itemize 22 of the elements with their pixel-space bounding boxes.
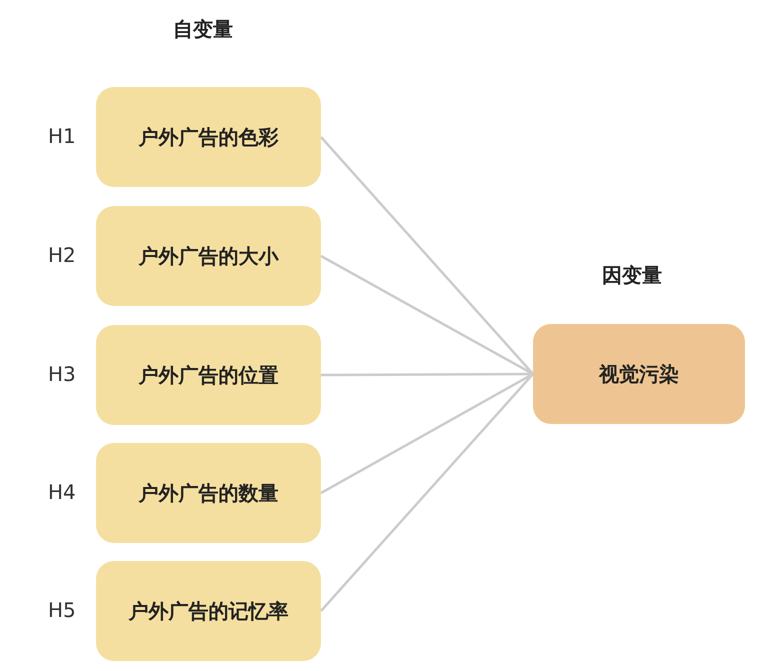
box-label: 视觉污染	[599, 360, 679, 388]
variable-box	[96, 325, 321, 425]
box-label: 户外广告的位置	[138, 362, 278, 388]
column-heading: 因变量	[602, 262, 662, 289]
box-label: 户外广告的记忆率	[128, 598, 288, 624]
variable-box	[533, 324, 745, 424]
box-label: 户外广告的大小	[138, 242, 278, 270]
variable-box	[96, 206, 321, 306]
box-label: 户外广告的数量	[138, 480, 278, 506]
hypothesis-label: H4	[48, 480, 76, 504]
hypothesis-label: H1	[48, 124, 76, 148]
box-label: 户外广告的色彩	[138, 124, 278, 150]
hypothesis-label: H5	[48, 598, 76, 622]
variable-box	[96, 87, 321, 187]
connector-line	[320, 136, 534, 375]
connector-line	[321, 372, 533, 376]
hypothesis-label: H3	[48, 362, 76, 386]
variable-box	[96, 443, 321, 543]
variable-box	[96, 561, 321, 661]
column-heading: 自变量	[173, 16, 233, 43]
hypothesis-label: H2	[48, 243, 76, 267]
connector-line	[320, 373, 534, 612]
